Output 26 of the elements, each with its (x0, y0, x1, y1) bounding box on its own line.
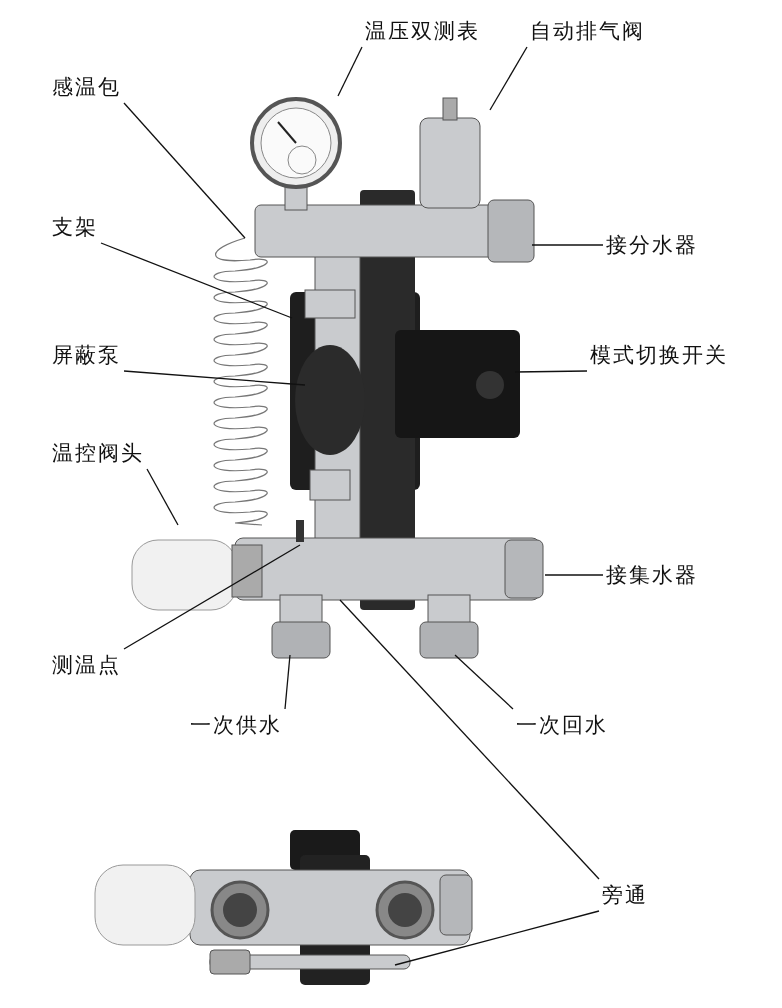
part-label: 支架 (52, 214, 98, 240)
part-label: 温控阀头 (52, 440, 144, 466)
leader-line (123, 544, 301, 650)
part-label: 接集水器 (606, 562, 698, 588)
leader-line (337, 46, 363, 97)
part-label: 一次供水 (190, 712, 282, 738)
leader-line (284, 654, 291, 710)
leader-line (146, 468, 179, 526)
part-label: 接分水器 (606, 232, 698, 258)
part-label: 自动排气阀 (530, 18, 645, 44)
leader-line (454, 654, 514, 710)
leader-line (100, 242, 293, 319)
leader-line (123, 370, 306, 386)
part-label: 一次回水 (516, 712, 608, 738)
part-label: 感温包 (52, 74, 121, 100)
leader-line (394, 910, 600, 966)
part-label: 温压双测表 (365, 18, 480, 44)
leader-line (123, 102, 246, 239)
part-label: 屏蔽泵 (52, 342, 121, 368)
leader-line (531, 244, 604, 246)
leader-line (339, 599, 600, 880)
leader-line (489, 46, 528, 111)
part-label: 旁通 (602, 882, 648, 908)
part-label: 模式切换开关 (590, 342, 728, 368)
leader-line (544, 574, 604, 576)
part-label: 测温点 (52, 652, 121, 678)
